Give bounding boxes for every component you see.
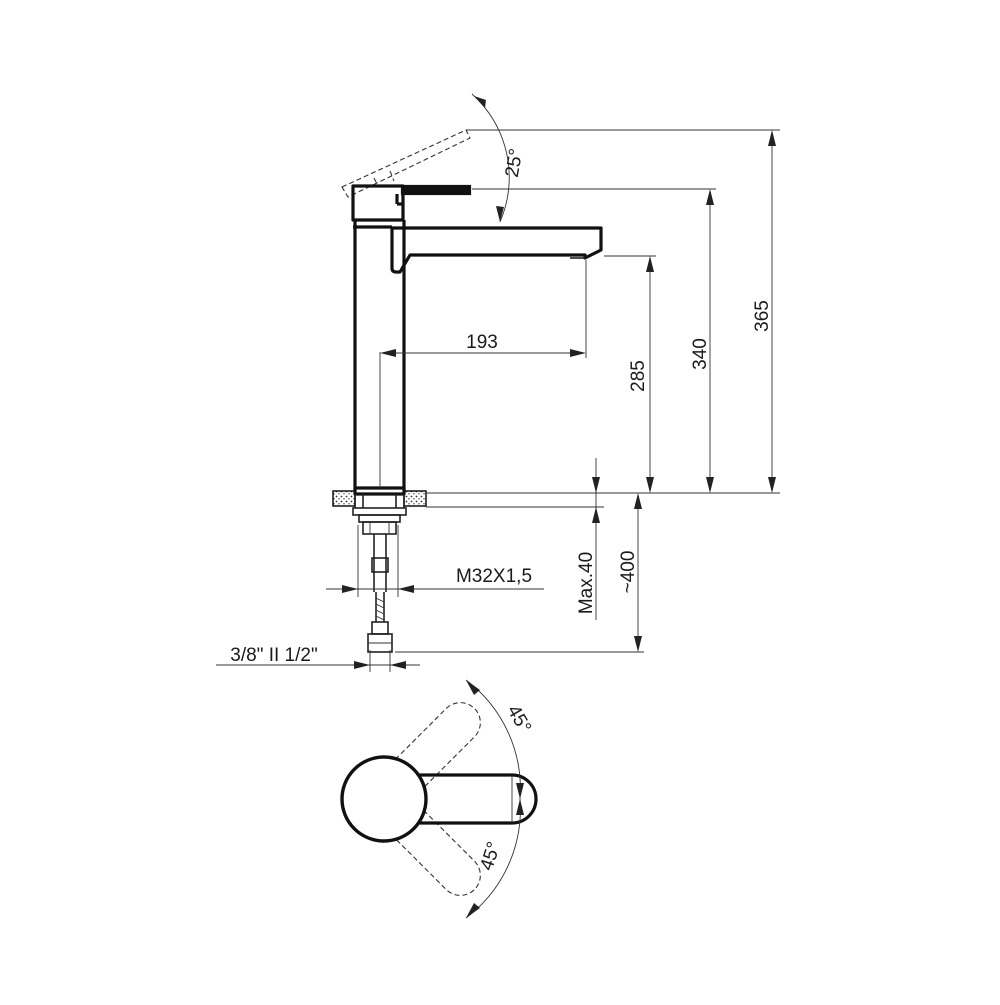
faucet-top-view — [340, 679, 538, 919]
faucet-body — [353, 220, 406, 490]
dim-thread-label: M32X1,5 — [456, 566, 532, 587]
lever-handle — [351, 184, 472, 222]
lever-left-rotation — [377, 702, 481, 806]
body-top-circle — [340, 755, 428, 843]
faucet-side-view — [332, 129, 603, 653]
lever-right-rotation — [377, 792, 481, 896]
dim-max40-label: Max.40 — [576, 552, 597, 614]
dim-193-label: 193 — [466, 332, 498, 353]
dim-400-label: ~400 — [618, 551, 639, 594]
dim-365-label: 365 — [752, 300, 773, 332]
dimension-lines — [216, 93, 780, 672]
faucet-spout — [390, 226, 603, 274]
rotation-45-bottom-label: 45° — [476, 839, 505, 873]
deck-base — [332, 486, 427, 535]
supply-hose — [367, 534, 393, 653]
lever-raised-position — [341, 129, 471, 198]
dim-285-label: 285 — [628, 360, 649, 392]
dim-340-label: 340 — [690, 338, 711, 370]
dim-connection-label: 3/8" II 1/2" — [230, 645, 317, 666]
dim-25deg-label: 25° — [502, 147, 528, 179]
